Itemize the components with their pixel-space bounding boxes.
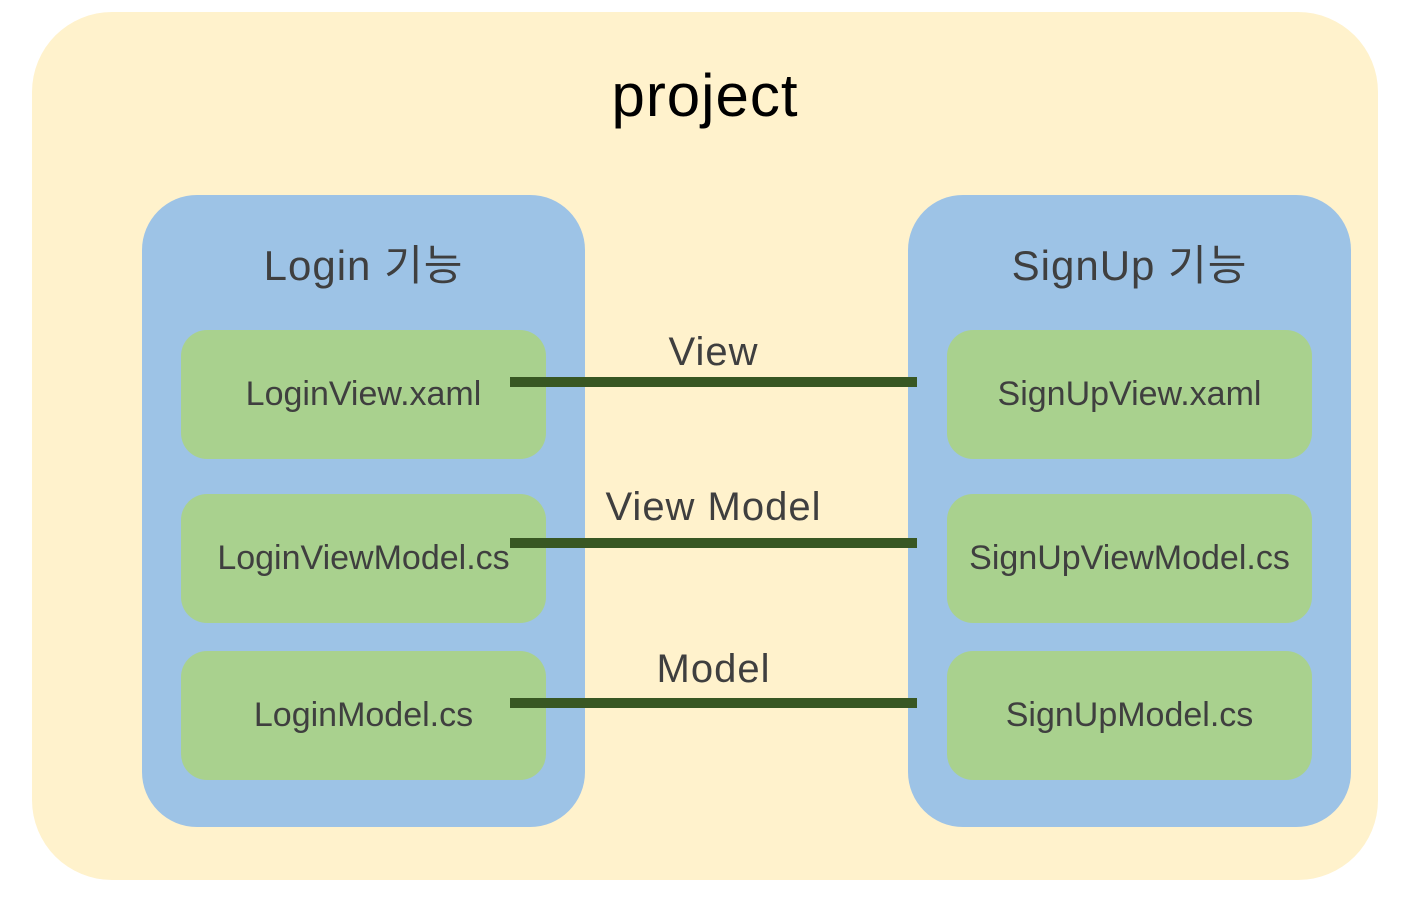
file-box-signupmodel-cs: SignUpModel.cs <box>947 651 1312 780</box>
file-box-loginmodel-cs: LoginModel.cs <box>181 651 546 780</box>
connector-label-view: View <box>668 330 759 374</box>
file-box-signupviewmodel-cs: SignUpViewModel.cs <box>947 494 1312 623</box>
login-group: Login 기능 LoginView.xaml LoginViewModel.c… <box>142 195 585 827</box>
signup-group: SignUp 기능 SignUpView.xaml SignUpViewMode… <box>908 195 1351 827</box>
file-box-loginview-xaml: LoginView.xaml <box>181 330 546 459</box>
connector-label-model: Model <box>656 647 771 691</box>
connector-line-model <box>510 698 917 708</box>
project-title: project <box>611 62 799 129</box>
login-group-label: Login 기능 <box>263 242 464 289</box>
file-box-signupview-xaml: SignUpView.xaml <box>947 330 1312 459</box>
signup-group-label: SignUp 기능 <box>1011 242 1248 289</box>
file-box-loginviewmodel-cs: LoginViewModel.cs <box>181 494 546 623</box>
project-container: project Login 기능 LoginView.xaml LoginVie… <box>32 12 1378 880</box>
connector-line-view <box>510 377 917 387</box>
connector-line-viewmodel <box>510 538 917 548</box>
connector-label-viewmodel: View Model <box>605 485 822 529</box>
